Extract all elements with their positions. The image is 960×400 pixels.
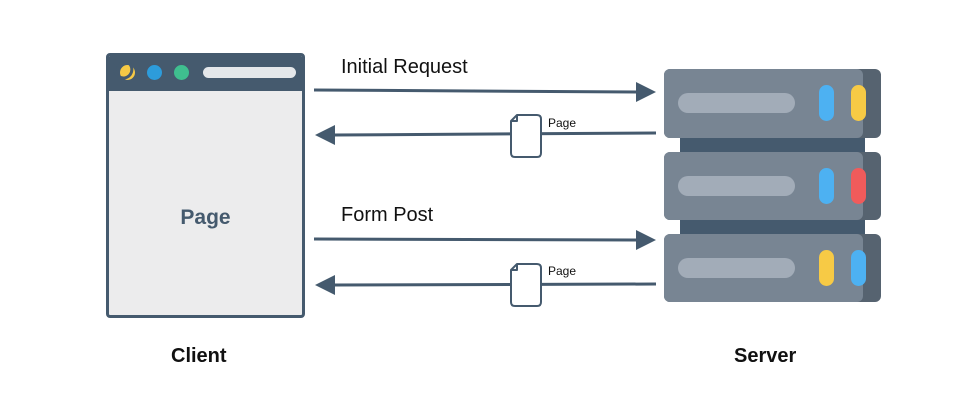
status-led-blue: [851, 250, 866, 286]
server-connector: [680, 138, 865, 154]
label-server: Server: [734, 345, 797, 367]
status-led-blue: [819, 85, 834, 121]
arrow-page-response-2: [315, 275, 657, 295]
status-led-yellow: [819, 250, 834, 286]
label-client: Client: [171, 345, 227, 367]
server-unit-3: [664, 234, 881, 302]
server-stack: [664, 69, 881, 302]
label-page-response-2: Page: [548, 264, 577, 278]
client-browser-window: Page: [106, 53, 305, 318]
document-icon: [510, 263, 542, 307]
server-unit-2: [664, 152, 881, 220]
window-dot-blue: [147, 65, 162, 80]
label-form-post: Form Post: [341, 204, 434, 226]
status-led-red: [851, 168, 866, 204]
label-page-response-1: Page: [548, 116, 577, 130]
browser-titlebar: [109, 56, 302, 91]
window-dot-green: [174, 65, 189, 80]
status-led-blue: [819, 168, 834, 204]
server-unit-1: [664, 69, 881, 138]
address-bar: [203, 67, 296, 78]
arrow-page-response-1: [315, 125, 657, 145]
arrow-form-post: [313, 230, 656, 250]
label-initial-request: Initial Request: [341, 56, 468, 78]
document-icon: [510, 114, 542, 158]
status-led-yellow: [851, 85, 866, 121]
arrow-initial-request: [313, 82, 656, 102]
browser-page-label: Page: [180, 206, 231, 229]
reload-icon: [112, 61, 134, 80]
server-connector: [680, 219, 865, 235]
